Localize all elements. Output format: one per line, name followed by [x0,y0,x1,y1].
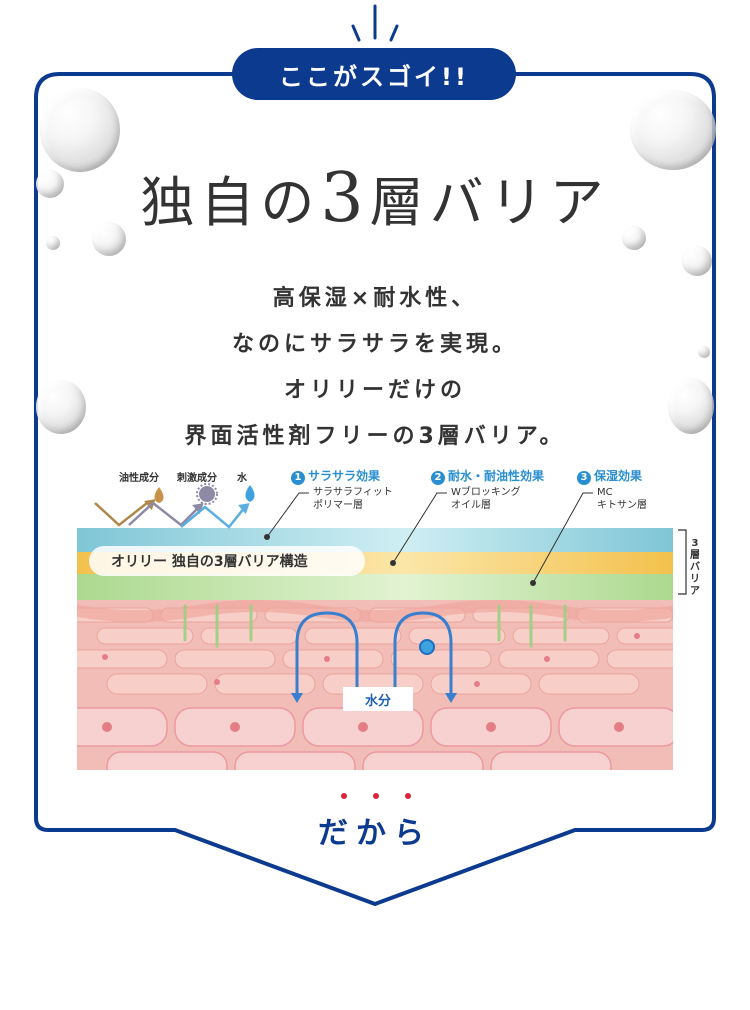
droplet-icon [36,380,86,434]
effect-1-desc: サラサラフィットポリマー層 [313,487,393,511]
penetration-arrows [94,499,250,529]
layer-chitosan [77,574,673,600]
emphasis-dot [405,793,411,799]
description-line-2: なのにサラサラを実現。 [231,332,518,357]
emphasis-dot [373,793,379,799]
description-line-4: 界面活性剤フリーの3層バリア。 [184,424,566,449]
badge-label: ここがスゴイ!! [279,62,469,91]
droplet-icon [36,170,64,198]
skin-surface [77,600,673,622]
description-line-1: 高保湿×耐水性、 [272,286,478,311]
page-title: 独自の3層バリア [0,158,750,238]
droplet-icon [698,346,710,358]
droplet-icon [668,378,714,434]
legend-oil: 油性成分 [119,473,159,484]
sparkle-icon [351,4,399,42]
bracket-label: 3層バリア [690,538,700,597]
emphasis-dot [341,793,347,799]
droplet-icon [46,236,60,250]
legend-irritant: 刺激成分 [177,473,217,484]
water-retention-arrows [291,611,457,703]
droplet-icon [92,222,126,256]
effect-2-desc: Wブロッキングオイル層 [451,487,521,511]
water-label: 水分 [343,687,413,711]
irritant-icon [196,483,218,505]
dakara-text: だから [318,816,432,851]
droplet-icon [622,226,646,250]
leader-lines [264,492,593,586]
water-droplet-icon [245,485,255,502]
droplet-icon [682,246,712,276]
structure-label: オリリー 独自の3層バリア構造 [89,546,365,576]
description-line-3: オリリーだけの [283,378,466,403]
title-prefix: 独自の [140,171,321,234]
layer-bracket [678,529,687,595]
droplet-icon [630,90,716,170]
droplet-icon [40,88,120,172]
legend-water: 水 [237,473,247,484]
highlight-badge: ここがスゴイ!! [232,48,516,100]
title-number: 3 [320,159,370,238]
oil-droplet-icon [154,487,164,503]
moisture-arrows [183,604,567,648]
title-suffix: 層バリア [369,171,610,234]
